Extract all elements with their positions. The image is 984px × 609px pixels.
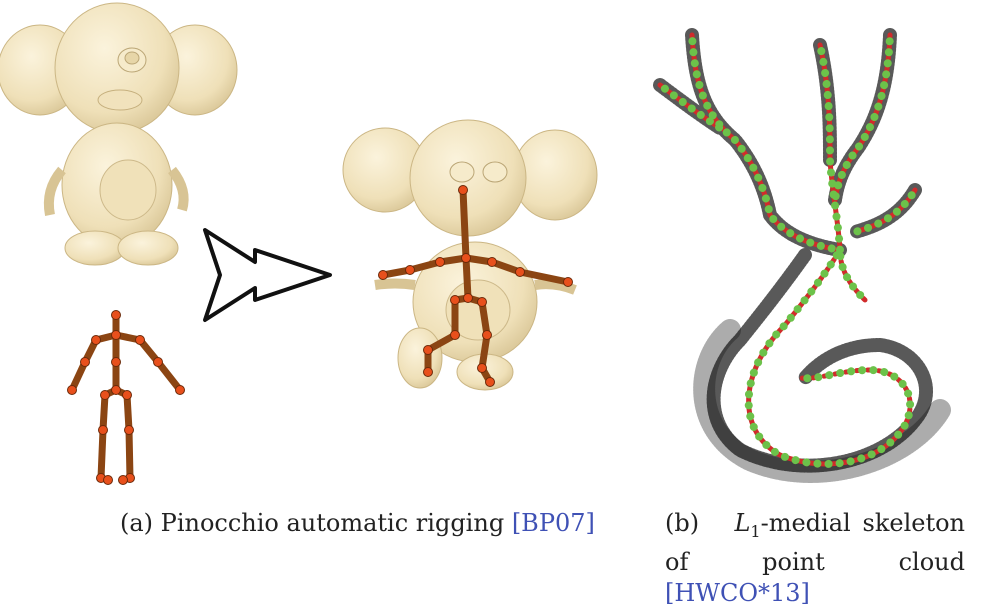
caption-b-subscript: 1 bbox=[750, 521, 761, 541]
caption-panel-b: (b) L1-medial skeleton of point cloud [H… bbox=[665, 508, 965, 609]
point-cloud-shadow bbox=[693, 319, 951, 483]
caption-b-text: -medial skeleton of point cloud bbox=[665, 509, 965, 576]
character-mesh-rigged bbox=[342, 119, 598, 391]
figure-panel-a bbox=[0, 2, 598, 485]
embedded-skeleton-joints bbox=[378, 185, 573, 387]
citation-link-bp07[interactable]: [BP07] bbox=[511, 509, 595, 537]
pinocchio-illustration bbox=[0, 2, 598, 485]
point-cloud-illustration bbox=[653, 28, 951, 483]
template-skeleton-joints bbox=[67, 310, 185, 485]
transform-arrow-icon bbox=[203, 228, 332, 322]
caption-b-label: (b) bbox=[665, 509, 700, 537]
citation-link-hwco13[interactable]: [HWCO*13] bbox=[665, 578, 810, 607]
caption-b-symbol: L1 bbox=[734, 509, 760, 541]
l1-medial-skeleton bbox=[656, 31, 919, 468]
caption-a-text: (a) Pinocchio automatic rigging bbox=[120, 509, 512, 537]
character-mesh-unrigged bbox=[0, 2, 238, 266]
figure-panel-b bbox=[640, 0, 984, 500]
caption-panel-a: (a) Pinocchio automatic rigging [BP07] bbox=[120, 508, 595, 539]
caption-b-symbol-l: L bbox=[734, 509, 751, 537]
